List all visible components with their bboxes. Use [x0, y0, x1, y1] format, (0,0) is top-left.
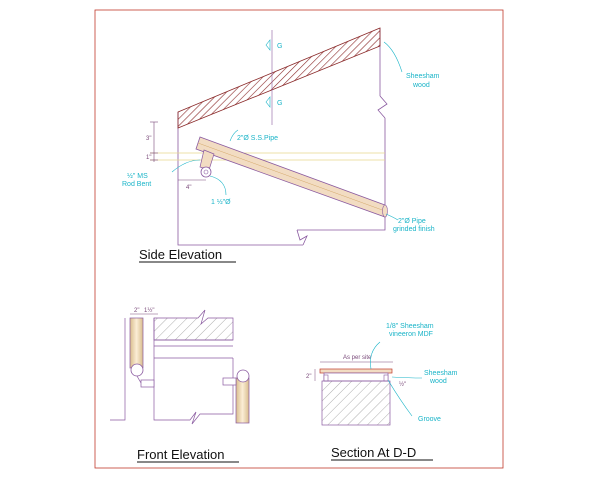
section-body	[321, 380, 391, 426]
pipe-end	[382, 204, 388, 218]
section-label-groove: Groove	[418, 416, 441, 423]
section-title: Section At D-D	[331, 445, 416, 460]
dim-4-label: 4"	[186, 185, 191, 191]
section-dim-half: ½"	[399, 381, 406, 388]
front-right-pipe-end	[236, 369, 250, 383]
wall-break-bottom	[296, 229, 308, 246]
section-groove-right	[383, 374, 389, 382]
label-pipe-grinded: 2"Ø Pipe grinded finish	[393, 218, 435, 233]
label-rod-bent: ½" MS Rod Bent	[122, 172, 151, 188]
front-dim-1half: 1½"	[144, 307, 154, 314]
front-left-rod	[136, 375, 142, 384]
section-dim-2: 2"	[306, 374, 311, 380]
section-as-per-site: As per site	[343, 355, 372, 361]
sheesham-top-hatch	[177, 27, 381, 129]
front-right-pipe	[235, 377, 250, 424]
small-pipe-inner	[203, 169, 209, 175]
leader-pipe-bottom	[385, 213, 399, 221]
front-left-bracket	[140, 379, 155, 388]
label-sheesham-wood-l1: Sheesham	[406, 73, 440, 80]
marker-g-bottom: G	[277, 100, 282, 107]
section-label-mdf-l1: 1/8" Sheesham	[386, 323, 434, 330]
section-marker-top	[265, 39, 271, 51]
section-dd: As per site 2" ½" 1/8" Sheesham vineeron…	[306, 323, 459, 461]
marker-g-top: G	[277, 43, 282, 50]
dim-1-label: 1"	[146, 155, 151, 161]
front-body	[153, 318, 234, 425]
front-elevation-title: Front Elevation	[137, 447, 224, 462]
wall-bottom-right	[297, 118, 386, 231]
front-left-pipe	[129, 317, 144, 369]
label-sheesham-wood-l2: wood	[412, 82, 430, 89]
section-label-wood-l2: wood	[429, 378, 447, 385]
section-wood-band	[323, 372, 389, 382]
wall-break-right	[377, 95, 388, 119]
section-mdf-top	[319, 368, 393, 374]
label-rod-l2: Rod Bent	[122, 181, 151, 188]
section-marker-bottom	[265, 96, 271, 108]
leader-rod	[171, 159, 201, 173]
front-elevation: 2" 1½" Front Elevation	[110, 307, 250, 463]
front-top-block	[153, 309, 234, 341]
section-leader-wood	[391, 376, 423, 379]
front-left-pipe-end	[130, 363, 144, 377]
leader-pipe-top	[229, 129, 239, 142]
section-leader-groove	[387, 379, 413, 417]
front-right-bracket	[222, 377, 237, 386]
front-left-wall	[110, 318, 126, 421]
leader-small-pipe	[209, 175, 227, 196]
section-label-mdf: 1/8" Sheesham vineeron MDF	[386, 323, 436, 338]
leader-wood	[383, 41, 403, 73]
pipe-centerline	[197, 142, 386, 212]
section-label-wood: Sheesham wood	[424, 370, 459, 385]
side-elevation-title: Side Elevation	[139, 247, 222, 262]
label-sheesham-wood: Sheesham wood	[406, 73, 441, 89]
section-groove-left	[323, 374, 329, 382]
label-rod-l1: ½" MS	[127, 172, 148, 180]
label-ss-pipe: 2"Ø S.S.Pipe	[237, 135, 278, 142]
section-label-wood-l1: Sheesham	[424, 370, 458, 377]
side-elevation: G G 3" 1" 4" Sheesham wood	[122, 27, 441, 263]
front-dim-2: 2"	[134, 308, 139, 314]
label-pipe-grinded-l2: grinded finish	[393, 226, 435, 233]
wall-outline	[177, 112, 303, 246]
section-label-mdf-l2: vineeron MDF	[389, 331, 433, 338]
label-small-pipe: 1 ½"Ø	[211, 198, 231, 206]
label-pipe-grinded-l1: 2"Ø Pipe	[398, 218, 426, 225]
sheet-frame	[94, 9, 504, 469]
dim-3-label: 3"	[146, 136, 151, 142]
section-leader-mdf	[370, 341, 381, 370]
